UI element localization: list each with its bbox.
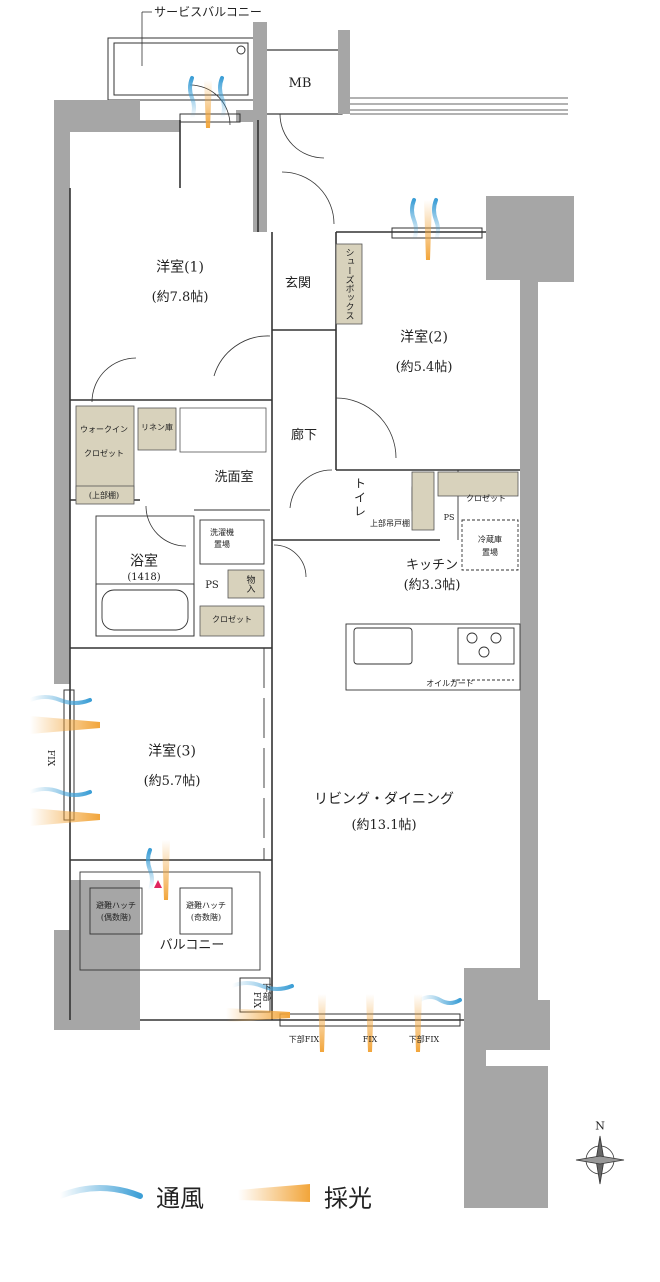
service-balcony-outline	[107, 37, 255, 101]
legend-ventilation: 通風	[156, 1184, 204, 1213]
mb-wall-left	[253, 22, 267, 232]
fridge-line1: 冷蔵庫	[478, 535, 502, 545]
ps-label-2: PS	[205, 580, 219, 591]
hatch-even-line2: (偶数階)	[100, 913, 132, 923]
hatch-marker	[154, 880, 162, 888]
kitchen-name: キッチン	[405, 558, 459, 574]
stove-burners	[466, 632, 502, 658]
washroom-label: 洗面室	[214, 470, 254, 486]
balcony-label: バルコニー	[159, 938, 225, 954]
kitchen-closet-label: クロゼット	[466, 494, 506, 504]
fix-bottom-mid: FIX	[362, 1035, 378, 1045]
oil-guard-label: オイルガード	[426, 679, 474, 689]
western-room-2-size: (約5.4帖)	[395, 360, 453, 376]
fridge-line2: 置場	[482, 548, 498, 558]
entrance-label: 玄関	[284, 276, 312, 292]
kitchen-size: (約3.3帖)	[403, 578, 461, 594]
bath-size: (1418)	[127, 572, 161, 583]
walkin-closet-line2: クロゼット	[84, 449, 124, 459]
service-balcony-label: サービスバルコニー	[154, 4, 262, 19]
western-room-1-name: 洋室(1)	[156, 259, 204, 276]
exterior-walls	[54, 100, 574, 1208]
upper-shelf-label: (上部棚)	[88, 491, 120, 501]
fix-bottom-lower-2: 下部FIX	[408, 1035, 440, 1045]
toilet-label: トイレ	[352, 477, 367, 519]
linen-label: リネン庫	[141, 423, 173, 433]
fix-bottom-lower-1: 下部FIX	[288, 1035, 320, 1045]
western-room-1-size: (約7.8帖)	[151, 290, 209, 306]
hatch-odd-line1: 避難ハッチ	[186, 901, 226, 911]
compass-north: N	[595, 1119, 605, 1133]
daylight-wedges	[30, 80, 432, 1052]
bath-name: 浴室	[130, 553, 158, 570]
western-room-3-name: 洋室(3)	[148, 743, 196, 760]
living-dining-size: (約13.1帖)	[351, 818, 417, 834]
legend-shapes	[57, 1184, 310, 1202]
compass-rose	[575, 1135, 625, 1185]
legend-daylight: 採光	[324, 1184, 372, 1213]
thin-walls	[79, 470, 521, 971]
walkin-closet-line1: ウォークイン	[80, 425, 128, 435]
fix-side-label: FIX	[251, 991, 261, 1009]
mb-label: MB	[288, 76, 312, 92]
western-room-2-name: 洋室(2)	[400, 329, 448, 346]
living-dining-name: リビング・ダイニング	[314, 791, 454, 808]
doors	[91, 84, 397, 578]
fix-left-label: FIX	[45, 749, 55, 767]
hatch-odd-line2: (奇数階)	[190, 913, 222, 923]
washer-line2: 置場	[214, 540, 230, 550]
lower-part-label: 下部	[260, 983, 271, 1001]
hatch-even-line1: 避難ハッチ	[96, 901, 136, 911]
storage-areas	[75, 243, 519, 637]
interior-walls	[69, 120, 520, 1021]
closet-3-label: クロゼット	[212, 615, 252, 625]
washer-line1: 洗濯機	[210, 528, 234, 538]
shoe-box-label: シューズボックス	[343, 248, 354, 320]
western-room-3-size: (約5.7帖)	[143, 774, 201, 790]
mb-wall-right	[338, 30, 350, 114]
top-railing	[350, 97, 568, 115]
storage-label: 物入	[244, 575, 255, 593]
ventilation-arrows	[28, 76, 462, 1005]
ps-label-1: PS	[443, 513, 455, 523]
hallway-label: 廊下	[290, 428, 318, 444]
upper-cabinet-label: 上部吊戸棚	[370, 519, 410, 529]
